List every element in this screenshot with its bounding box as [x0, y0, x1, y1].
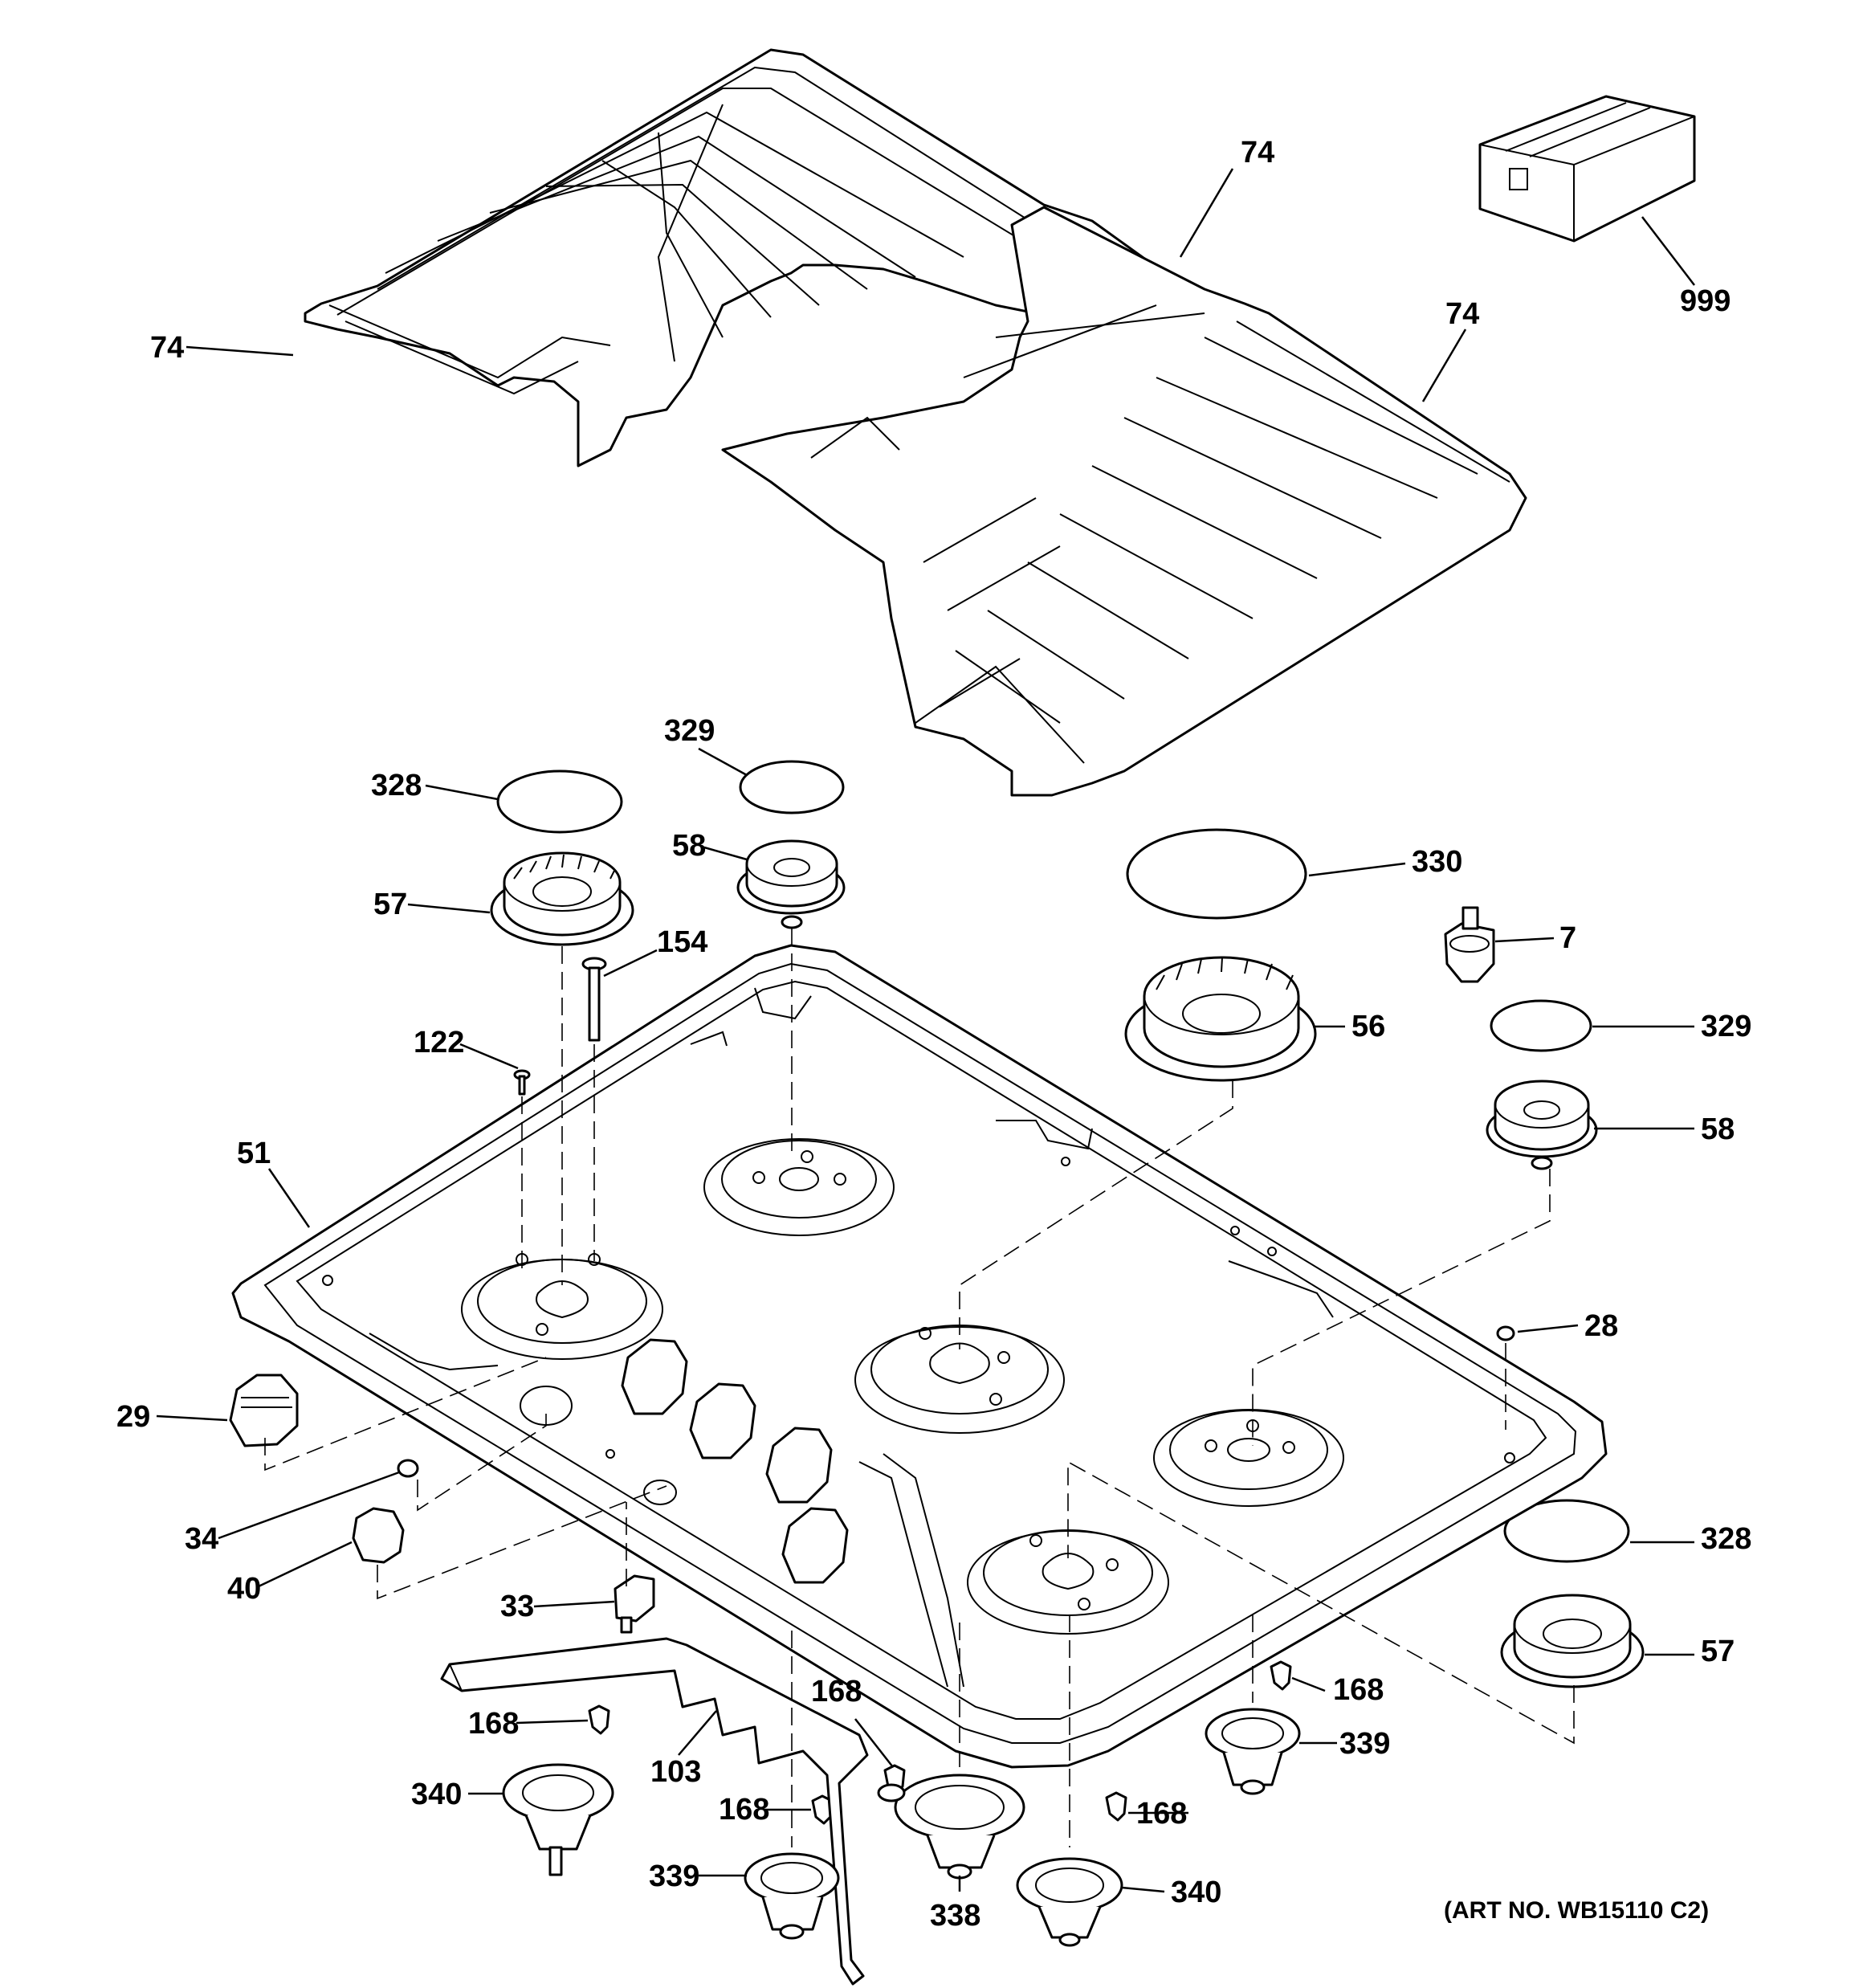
burner-bases	[502, 1708, 1301, 1947]
head-57-top	[490, 851, 634, 946]
knob-29	[229, 1374, 299, 1447]
base-340-left	[502, 1763, 614, 1876]
callout-base-340-right: 340	[1171, 1876, 1221, 1909]
right-grate-tines	[810, 304, 1510, 764]
callout-clip-168-a: 168	[468, 1707, 519, 1741]
callout-head-58-top: 58	[672, 829, 706, 863]
callout-grate-center: 74	[1241, 136, 1274, 169]
callout-cap-329-right: 329	[1701, 1010, 1751, 1043]
cap-329-top	[739, 760, 845, 814]
plug-28	[1496, 1325, 1515, 1341]
callout-base-339-left: 339	[649, 1859, 699, 1893]
callout-cap-330: 330	[1412, 845, 1462, 879]
callout-parts-box: 999	[1680, 284, 1731, 318]
igniter-7	[1444, 906, 1495, 983]
cap-328-top	[496, 769, 623, 834]
callout-cap-328-right: 328	[1701, 1522, 1751, 1556]
callout-knob-29: 29	[116, 1400, 150, 1434]
knob-40	[352, 1507, 405, 1564]
callout-knob-40: 40	[227, 1572, 261, 1606]
callout-clip-168-d: 168	[1136, 1797, 1187, 1831]
button-34	[397, 1459, 419, 1478]
callout-base-340-left: 340	[411, 1778, 462, 1811]
burner-heads	[490, 839, 1645, 1688]
parts-box	[1478, 95, 1696, 243]
callout-head-57-right: 57	[1701, 1635, 1735, 1668]
head-57-right	[1500, 1594, 1645, 1688]
grate-assembly	[304, 48, 1527, 797]
base-340-right	[1016, 1857, 1123, 1947]
callout-base-338: 338	[930, 1899, 980, 1933]
callout-clip-168-e: 168	[1333, 1673, 1384, 1707]
clip-168-a	[588, 1704, 610, 1735]
callout-plug-28: 28	[1584, 1309, 1618, 1343]
callout-labels: 74 74 74 999 328 329 58 57 330 7 154 122…	[116, 136, 1751, 1933]
callout-clip-168-c: 168	[719, 1793, 769, 1827]
right-grate	[721, 206, 1527, 797]
callout-head-58-right: 58	[1701, 1112, 1735, 1146]
screw-122	[513, 1069, 531, 1096]
burner-port-right	[1153, 1409, 1344, 1507]
screw-154	[581, 957, 607, 1042]
base-338	[877, 1774, 1025, 1880]
left-grate	[304, 48, 1230, 467]
control-knobs	[520, 1338, 849, 1584]
art-number: (ART NO. WB15110 C2)	[1444, 1897, 1709, 1924]
cap-329-right	[1490, 999, 1592, 1052]
base-339-right	[1205, 1708, 1301, 1795]
burner-caps	[496, 760, 1630, 1563]
callout-screw-122: 122	[414, 1026, 464, 1059]
callout-cap-329-top: 329	[664, 714, 715, 748]
callout-grate-right: 74	[1445, 297, 1479, 331]
callout-igniter-7: 7	[1559, 921, 1576, 955]
callout-clip-168-b: 168	[811, 1675, 862, 1708]
burner-port-top-center	[703, 1138, 895, 1236]
cooktop-51	[231, 944, 1608, 1769]
bracket-103	[440, 1637, 869, 1986]
callout-switch-33: 33	[500, 1590, 534, 1623]
clip-168-e	[1270, 1660, 1292, 1691]
callout-screw-154: 154	[657, 925, 707, 959]
callout-grate-left: 74	[150, 331, 184, 365]
leader-lines	[156, 168, 1695, 1893]
callout-cap-328-top: 328	[371, 769, 422, 802]
left-grate-tines	[328, 66, 1037, 395]
cap-330	[1126, 828, 1307, 920]
alignment-lines	[264, 928, 1575, 1847]
switch-33	[614, 1574, 655, 1634]
head-58-right	[1486, 1080, 1598, 1170]
callout-button-34: 34	[185, 1522, 218, 1556]
head-58-top	[736, 839, 846, 929]
cap-328-right	[1503, 1499, 1630, 1563]
base-339-left	[744, 1852, 840, 1940]
head-56	[1124, 956, 1317, 1082]
callout-bracket-103: 103	[650, 1755, 701, 1789]
callout-cooktop-51: 51	[237, 1137, 271, 1170]
callout-head-56: 56	[1351, 1010, 1385, 1043]
callout-base-339-right: 339	[1339, 1727, 1390, 1761]
clip-168-d	[1105, 1791, 1127, 1822]
callout-head-57-top: 57	[373, 888, 407, 921]
